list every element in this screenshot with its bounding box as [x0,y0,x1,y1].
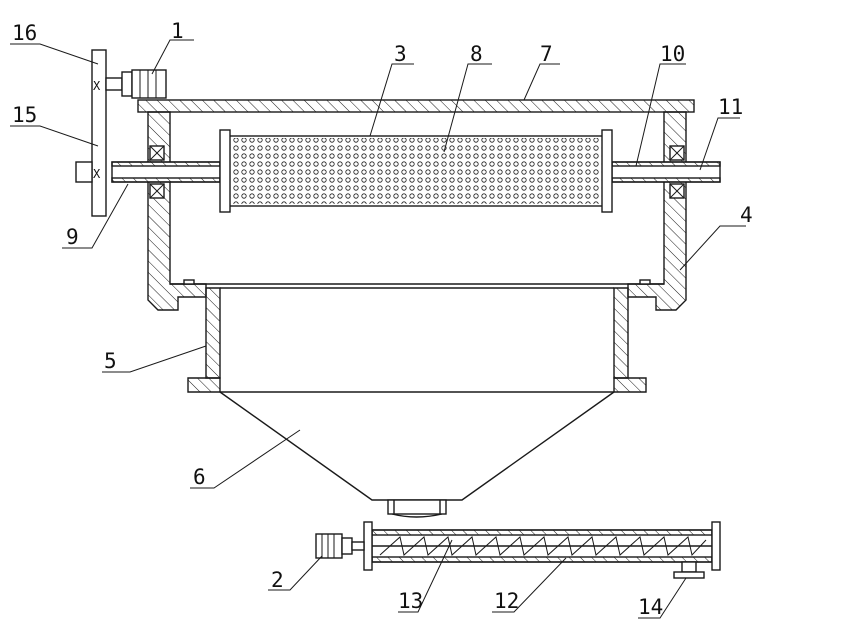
label-7: 7 [540,42,553,66]
label-3: 3 [394,42,407,66]
hopper-cone [219,391,615,518]
label-8: 8 [470,42,483,66]
label-9: 9 [66,225,79,249]
label-15: 15 [12,103,37,127]
cylinder-body [187,287,647,393]
label-5: 5 [104,349,117,373]
label-14: 14 [638,595,663,619]
label-4: 4 [740,203,753,227]
screen-drum [219,129,613,213]
bearing-right [669,145,685,199]
conveyor-tube [363,521,721,579]
bearing-mark-bottom: X [93,167,101,181]
label-13: 13 [398,589,423,613]
top-cover [137,99,695,113]
chain-drive: X X [75,49,107,217]
label-11: 11 [718,95,743,119]
label-10: 10 [660,42,685,66]
label-12: 12 [494,589,519,613]
leader-lines [10,39,746,619]
screw-flights [372,536,712,557]
discharge-outlet [673,561,705,579]
drive-shaft [111,145,721,199]
label-1: 1 [171,19,184,43]
bearing-mark-top: X [93,79,101,93]
label-16: 16 [12,21,37,45]
label-6: 6 [193,465,206,489]
callout-labels: 1 2 3 4 5 6 7 8 9 10 11 12 13 14 15 16 [12,19,753,619]
bearing-left [149,145,165,199]
label-2: 2 [271,568,284,592]
conveyor-motor [315,533,365,559]
drum-motor [105,69,167,99]
